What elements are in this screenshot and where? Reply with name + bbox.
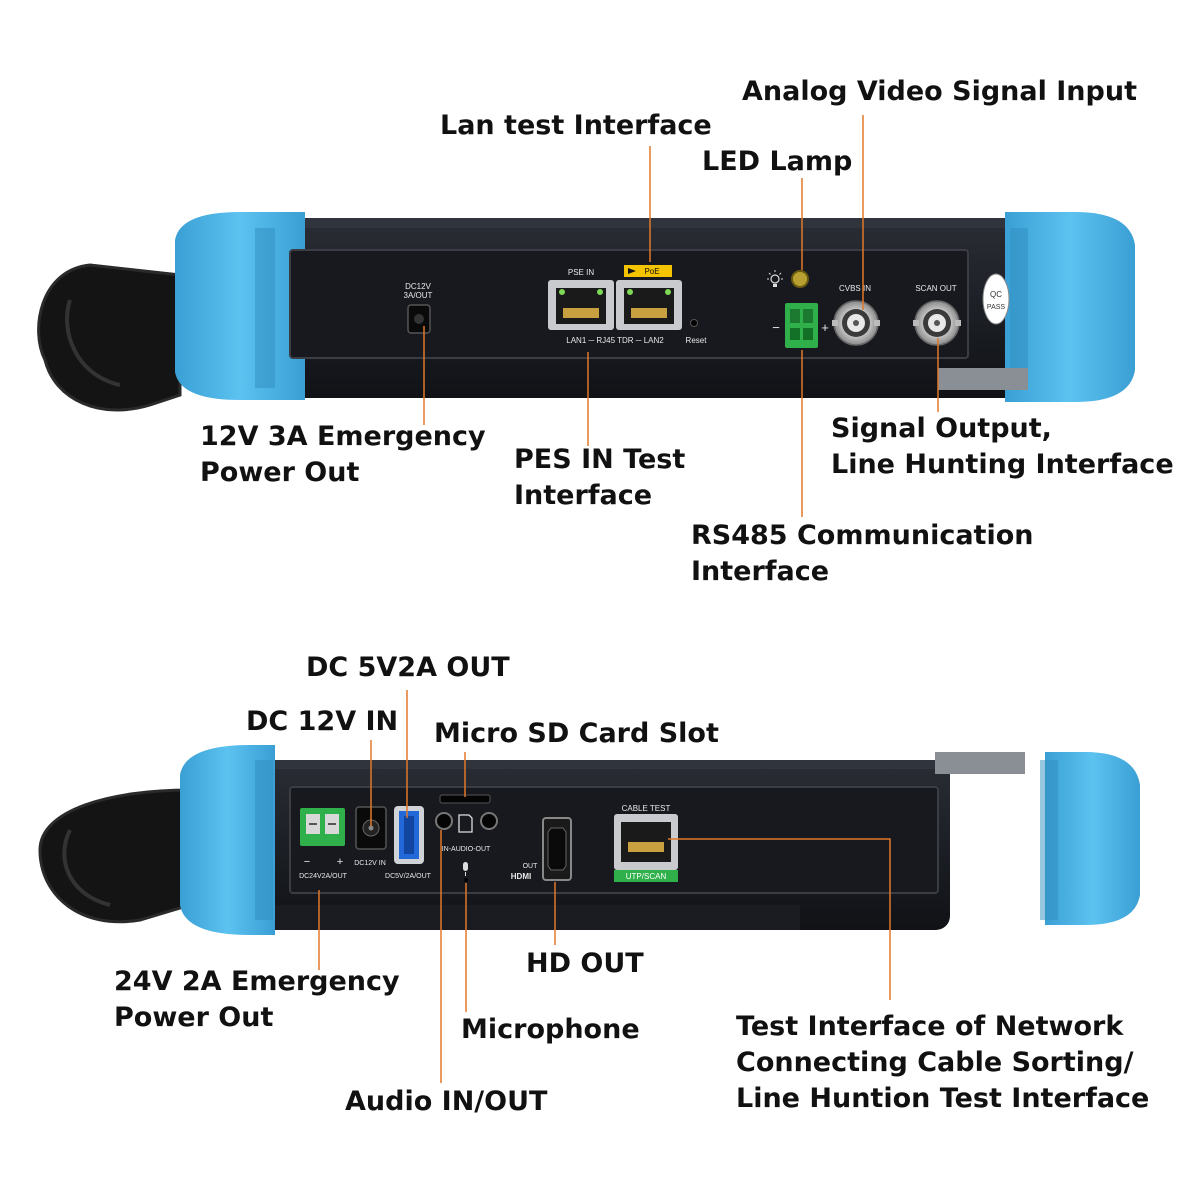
callout-hd-out-text: HD OUT xyxy=(526,948,644,979)
utp-scan-tag xyxy=(614,870,678,882)
device-bottom: − + DC24V2A/OUT DC12V IN DC5V/2A/OUT IN-… xyxy=(38,745,1140,935)
label-hdmi-out: OUT xyxy=(523,863,539,870)
bumper-left-bottom xyxy=(180,745,275,935)
callout-24v-power-out: 24V 2A Emergency Power Out xyxy=(114,964,400,1036)
callout-dc12v-in: DC 12V IN xyxy=(246,704,398,740)
label-cvbs-in: CVBS IN xyxy=(839,284,871,293)
leader-lines-bottom xyxy=(318,690,891,1083)
callout-12v-line1: 12V 3A Emergency xyxy=(200,421,486,452)
bumper-left-top xyxy=(175,212,305,400)
audio-in-jack[interactable] xyxy=(435,812,453,830)
reset-button[interactable] xyxy=(690,319,698,327)
audio-out-jack[interactable] xyxy=(480,812,498,830)
label-dc12v-in: DC12V IN xyxy=(354,860,386,867)
label-reset: Reset xyxy=(686,336,708,345)
qc-pass-sticker: QC PASS xyxy=(982,273,1010,325)
label-pass: PASS xyxy=(987,304,1005,311)
label-rs485-minus: − xyxy=(772,320,780,335)
label-scan-out: SCAN OUT xyxy=(915,284,956,293)
callout-24v-line1: 24V 2A Emergency xyxy=(114,966,400,997)
callout-signal-output-line1: Signal Output, xyxy=(831,413,1052,444)
callout-network-test-line3: Line Huntion Test Interface xyxy=(736,1083,1150,1114)
label-dc5v-out: DC5V/2A/OUT xyxy=(385,873,432,880)
sd-card-icon xyxy=(458,814,473,833)
label-dc24v-plus: + xyxy=(337,856,343,868)
label-rs485-plus: + xyxy=(821,320,829,335)
callout-hd-out: HD OUT xyxy=(526,946,644,982)
callout-rs485: RS485 Communication Interface xyxy=(691,518,1033,590)
callout-24v-line2: Power Out xyxy=(114,1002,274,1033)
callout-audio-inout: Audio IN/OUT xyxy=(345,1084,547,1120)
label-utp-scan: UTP/SCAN xyxy=(626,872,667,881)
leader-lines-top xyxy=(423,115,939,517)
device-top: DC12V 3A/OUT PSE IN PoE LAN1 ─ RJ45 TDR … xyxy=(37,212,1135,412)
cable-test-port[interactable] xyxy=(614,814,678,870)
wrist-strap-top xyxy=(37,263,182,412)
callout-rs485-line2: Interface xyxy=(691,556,830,587)
label-lan-row: LAN1 ─ RJ45 TDR ─ LAN2 xyxy=(566,336,664,345)
cvbs-in-connector[interactable] xyxy=(832,300,880,346)
callout-12v-power-out: 12V 3A Emergency Power Out xyxy=(200,419,486,491)
callout-network-test: Test Interface of Network Connecting Cab… xyxy=(736,1009,1149,1117)
label-dc24v-out: DC24V2A/OUT xyxy=(299,873,348,880)
callout-led-lamp: LED Lamp xyxy=(702,144,852,180)
label-poe: PoE xyxy=(644,267,659,276)
dc24v-out-terminal[interactable] xyxy=(300,808,345,846)
label-dc12v-out-2: 3A/OUT xyxy=(404,291,433,300)
microphone-hole xyxy=(464,878,468,882)
callout-signal-output-line2: Line Hunting Interface xyxy=(831,449,1174,480)
callout-audio-inout-text: Audio IN/OUT xyxy=(345,1086,548,1117)
callout-pes-in-line1: PES IN Test xyxy=(514,444,686,475)
callout-lan-test-text: Lan test Interface xyxy=(440,110,712,141)
scan-out-connector[interactable] xyxy=(913,300,961,346)
led-lamp xyxy=(791,270,809,288)
label-hdmi: HDMI xyxy=(511,872,531,881)
microphone-icon xyxy=(463,862,468,876)
callout-pes-in-line2: Interface xyxy=(514,480,653,511)
rs485-terminal[interactable] xyxy=(785,303,818,348)
bumper-right-bottom xyxy=(1045,752,1140,925)
callout-signal-output: Signal Output, Line Hunting Interface xyxy=(831,411,1174,483)
callout-analog-video-text: Analog Video Signal Input xyxy=(742,76,1137,107)
label-dc12v-out-1: DC12V xyxy=(405,282,431,291)
label-dc24v-minus: − xyxy=(304,856,310,868)
hdmi-port[interactable] xyxy=(542,817,572,881)
callout-analog-video: Analog Video Signal Input xyxy=(742,74,1137,110)
callout-network-test-line1: Test Interface of Network xyxy=(736,1011,1124,1042)
label-pse-in: PSE IN xyxy=(568,268,594,277)
label-qc: QC xyxy=(990,290,1002,299)
lamp-icon xyxy=(767,270,783,287)
label-cable-test: CABLE TEST xyxy=(622,804,671,813)
callout-led-lamp-text: LED Lamp xyxy=(702,146,853,177)
callout-microphone: Microphone xyxy=(461,1012,640,1048)
bumper-right-top xyxy=(1005,212,1135,402)
callout-network-test-line2: Connecting Cable Sorting/ xyxy=(736,1047,1134,1078)
lan2-port[interactable] xyxy=(616,280,682,330)
callout-12v-line2: Power Out xyxy=(200,457,360,488)
callout-micro-sd: Micro SD Card Slot xyxy=(434,716,719,752)
callout-dc5v2a-out-text: DC 5V2A OUT xyxy=(306,652,510,683)
callout-dc12v-in-text: DC 12V IN xyxy=(246,706,399,737)
usb-5v-port[interactable] xyxy=(394,806,424,864)
callout-micro-sd-text: Micro SD Card Slot xyxy=(434,718,719,749)
callout-pes-in: PES IN Test Interface xyxy=(514,442,685,514)
dc12v-in-jack[interactable] xyxy=(355,806,387,850)
poe-tag xyxy=(624,265,672,277)
callout-lan-test: Lan test Interface xyxy=(440,108,712,144)
lan1-port[interactable] xyxy=(548,280,614,330)
callout-dc5v2a-out: DC 5V2A OUT xyxy=(306,650,510,686)
label-audio: IN-AUDIO-OUT xyxy=(442,846,491,853)
callout-microphone-text: Microphone xyxy=(461,1014,640,1045)
callout-rs485-line1: RS485 Communication xyxy=(691,520,1034,551)
